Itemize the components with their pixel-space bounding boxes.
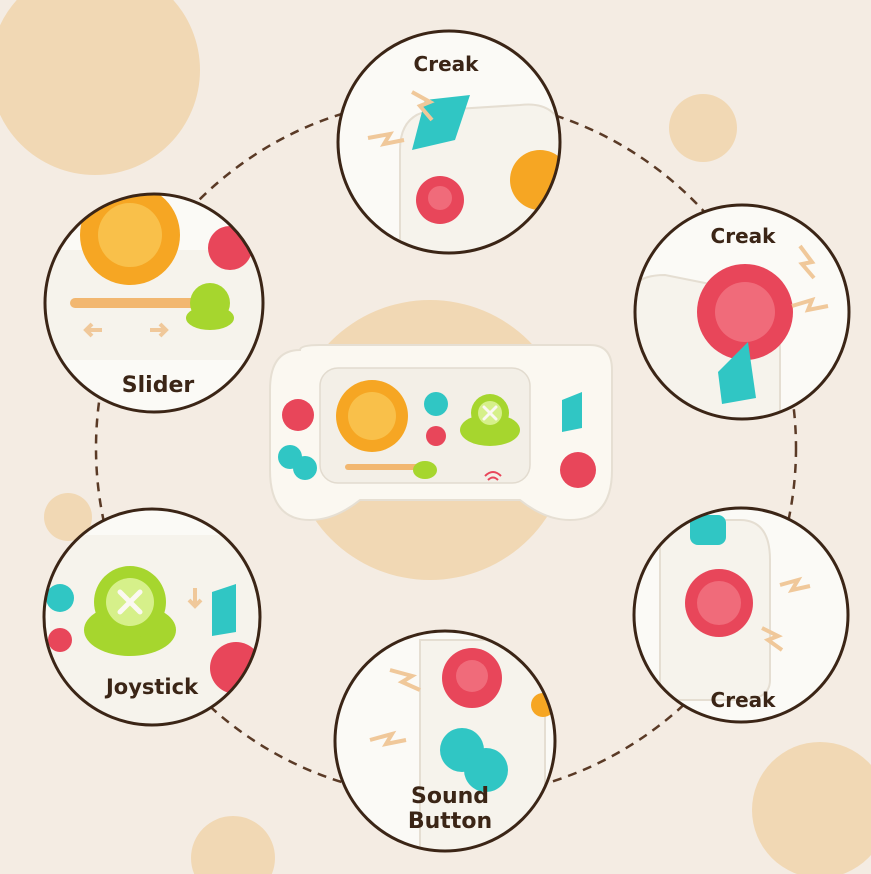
detail-circle-joystick [42, 507, 262, 727]
lightning-icon [389, 668, 421, 692]
label-creak-right: Creak [710, 224, 776, 248]
blob-top-right [669, 94, 737, 162]
lightning-icon [761, 626, 784, 652]
joystick [460, 394, 520, 446]
lightning-icon [367, 131, 405, 147]
detail-circle-top [336, 29, 562, 255]
arrow-left-icon [83, 322, 102, 338]
blob-left [44, 493, 92, 541]
toy-controller [269, 344, 613, 522]
label-sound-button-line1: Sound [410, 784, 490, 809]
x-icon [117, 589, 143, 615]
speaker-icon [484, 471, 502, 481]
lightning-icon [791, 296, 829, 313]
flower-button [336, 380, 408, 452]
label-slider: Slider [121, 373, 195, 398]
lightning-icon [798, 244, 816, 280]
arrow-right-icon [150, 322, 169, 338]
label-sound-button-line2: Button [407, 809, 493, 834]
x-icon [482, 405, 498, 421]
label-creak-top: Creak [413, 52, 479, 76]
blob-top-left [0, 0, 200, 175]
detail-circle-bottom-right [632, 506, 850, 724]
label-joystick: Joystick [105, 675, 199, 699]
arrow-down-icon [187, 588, 203, 609]
detail-circle-slider [43, 192, 265, 414]
lightning-icon [411, 90, 435, 122]
label-creak-bottom-right: Creak [710, 688, 776, 712]
blob-bottom-left [191, 816, 275, 874]
lightning-icon [779, 576, 811, 593]
detail-circle-right [633, 203, 851, 421]
lightning-icon [369, 730, 407, 747]
detail-circle-sound-button [333, 629, 557, 853]
blob-bottom-right [752, 742, 871, 874]
